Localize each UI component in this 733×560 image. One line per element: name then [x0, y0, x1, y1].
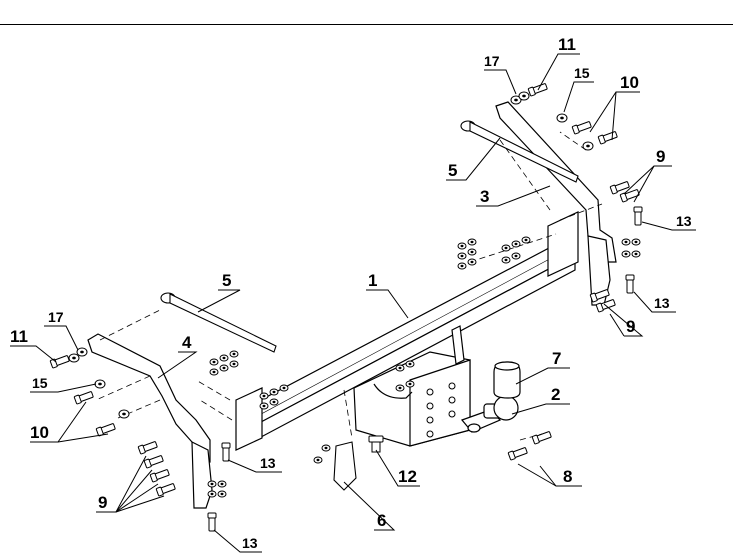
callout-6: 6: [377, 511, 386, 530]
callout-7: 7: [552, 349, 561, 368]
ball-cap-part: [493, 361, 521, 399]
callout-labels: 1 2 3 4 5 5 6 7 8 9 9 9 10 10 11 11 12 1…: [10, 35, 692, 551]
socket-bracket-part: [333, 441, 357, 491]
left-bracket-part: [87, 333, 213, 509]
callout-2: 2: [551, 385, 560, 404]
callout-13-left-top: 13: [260, 455, 276, 471]
crossbar-part: [235, 211, 579, 451]
callout-17-left: 17: [48, 309, 64, 325]
assembly-guide-lines: [95, 131, 603, 441]
leader-lines: [10, 53, 696, 553]
right-strap-part: [460, 120, 579, 183]
right-bracket-part: [495, 101, 617, 306]
callout-11-right: 11: [558, 35, 576, 54]
callout-4: 4: [182, 333, 192, 352]
bolt-12-part: [368, 435, 384, 453]
callout-15-right: 15: [574, 65, 590, 81]
callout-13-right-bottom: 13: [654, 295, 670, 311]
callout-9-left: 9: [98, 493, 107, 512]
callout-17-right: 17: [484, 53, 500, 69]
left-strap-part: [160, 292, 277, 353]
callout-5-right: 5: [448, 161, 457, 180]
callout-1: 1: [368, 271, 377, 290]
callout-12: 12: [398, 467, 417, 486]
callout-8: 8: [563, 467, 572, 486]
callout-13-left-bottom: 13: [242, 535, 258, 551]
callout-9-right-bottom: 9: [626, 317, 635, 336]
callout-5-left: 5: [222, 271, 231, 290]
tow-ball-part: [460, 395, 519, 433]
callout-10-right: 10: [620, 73, 639, 92]
callout-9-right-top: 9: [656, 147, 665, 166]
callout-13-right-top: 13: [676, 213, 692, 229]
callout-10-left: 10: [30, 423, 49, 442]
callout-11-left: 11: [10, 327, 28, 346]
callout-15-left: 15: [32, 375, 48, 391]
header-rule: [0, 24, 733, 25]
callout-3: 3: [480, 187, 489, 206]
plate-holes: [426, 382, 456, 438]
